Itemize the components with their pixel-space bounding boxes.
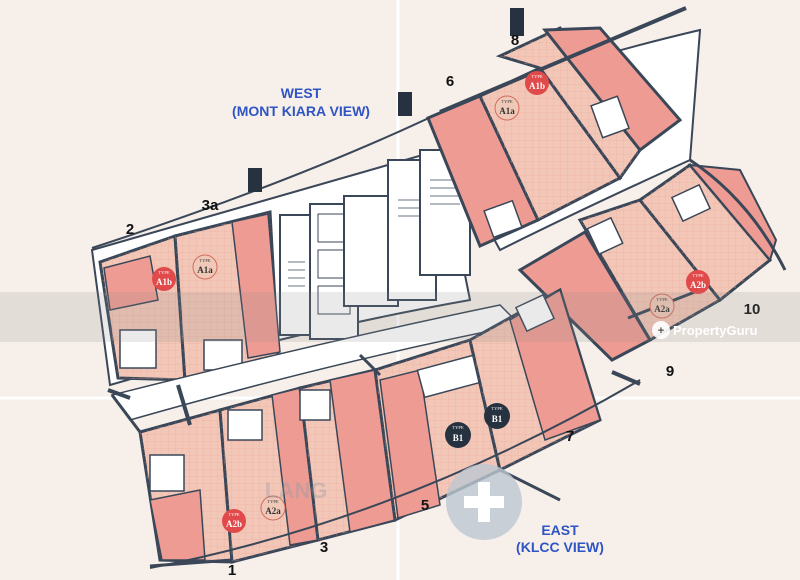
svg-text:A1a: A1a [499, 106, 515, 116]
svg-text:TYPE: TYPE [491, 406, 503, 411]
svg-text:A2a: A2a [265, 506, 281, 516]
type-badge-a1b-left: TYPE A1b [152, 267, 176, 291]
unit-number-3a: 3a [202, 197, 219, 214]
column [248, 168, 262, 192]
type-badge-a1a-left: TYPE A1a [192, 254, 218, 280]
svg-text:A2a: A2a [654, 304, 670, 314]
left-wing [90, 148, 472, 387]
fin-wall [107, 388, 131, 400]
column [510, 8, 524, 36]
column [398, 92, 412, 116]
unit-number-1: 1 [228, 562, 236, 579]
svg-text:TYPE: TYPE [501, 99, 513, 104]
svg-text:TYPE: TYPE [199, 258, 211, 263]
unit-number-2: 2 [126, 221, 134, 238]
svg-text:B1: B1 [453, 433, 464, 443]
east-subtitle: (KLCC VIEW) [516, 539, 604, 555]
type-badge-b1-right: TYPE B1 [484, 403, 510, 429]
propertyguru-wordmark: PropertyGuru [673, 323, 758, 338]
svg-text:A1b: A1b [156, 277, 172, 287]
west-facade [91, 107, 451, 249]
type-badge-a1b-top: TYPE A1b [525, 71, 549, 95]
unit-number-8: 8 [511, 32, 519, 49]
type-badge-a2a-right: TYPE A2a [649, 293, 675, 319]
east-facade [149, 379, 641, 569]
svg-text:TYPE: TYPE [692, 273, 704, 278]
unit-number-3: 3 [320, 539, 328, 556]
type-badge-a2b-bottom: TYPE A2b [222, 509, 246, 533]
faded-watermark-text: LANG [265, 478, 327, 503]
svg-text:B1: B1 [492, 414, 503, 424]
type-badge-b1-left: TYPE B1 [445, 422, 471, 448]
svg-text:A1a: A1a [197, 265, 213, 275]
west-subtitle: (MONT KIARA VIEW) [232, 103, 370, 119]
svg-text:TYPE: TYPE [452, 425, 464, 430]
east-label: EAST [541, 522, 579, 538]
unit-9-bedroom [517, 229, 653, 362]
type-badge-a1a-top: TYPE A1a [494, 95, 520, 121]
right-wing [517, 158, 787, 362]
west-label: WEST [281, 85, 322, 101]
svg-text:A1b: A1b [529, 81, 545, 91]
watermark-plus-icon [446, 464, 522, 540]
svg-text:A2b: A2b [226, 519, 242, 529]
unit-number-5: 5 [421, 497, 429, 514]
type-badge-a2b-right: TYPE A2b [686, 270, 710, 294]
svg-text:A2b: A2b [690, 280, 706, 290]
unit-number-10: 10 [744, 301, 761, 318]
unit-number-6: 6 [446, 73, 454, 90]
type-badge-a2a-bottom: TYPE A2a [260, 495, 286, 521]
svg-text:+: + [658, 325, 664, 337]
top-right-wing [426, 6, 702, 252]
svg-text:TYPE: TYPE [158, 270, 170, 275]
unit-number-9: 9 [666, 363, 674, 380]
propertyguru-logo: + PropertyGuru [652, 321, 758, 339]
unit-number-7: 7 [566, 428, 574, 445]
fin-wall [611, 370, 641, 386]
svg-text:TYPE: TYPE [656, 297, 668, 302]
svg-text:TYPE: TYPE [267, 499, 279, 504]
svg-text:TYPE: TYPE [228, 512, 240, 517]
svg-text:TYPE: TYPE [531, 74, 543, 79]
fin-wall [176, 384, 192, 426]
